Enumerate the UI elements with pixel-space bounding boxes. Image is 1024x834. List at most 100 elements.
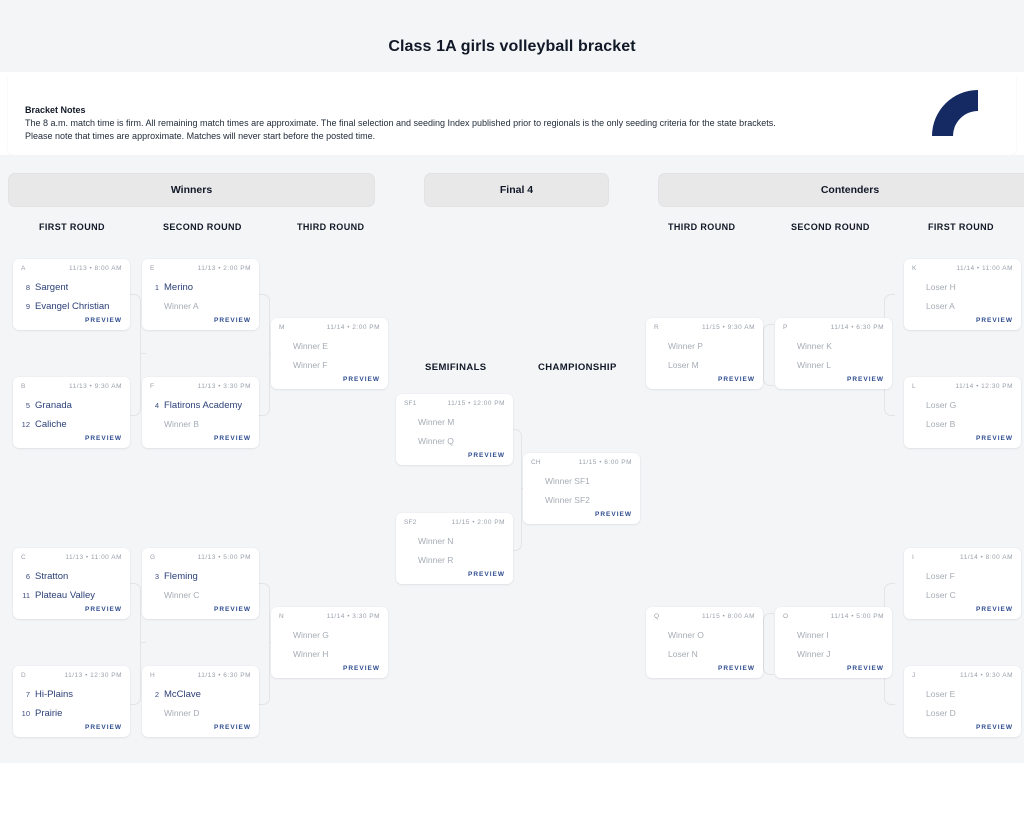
preview-link[interactable]: PREVIEW xyxy=(718,665,755,672)
team-name-2: Winner Q xyxy=(418,436,454,446)
match-datetime: 11/14 • 5:00 PM xyxy=(830,613,884,620)
match-datetime: 11/14 • 9:30 AM xyxy=(959,672,1013,679)
team-name-2: Loser M xyxy=(668,360,699,370)
top-band xyxy=(0,0,1024,72)
preview-link[interactable]: PREVIEW xyxy=(976,606,1013,613)
connector-A-B-to-E-F xyxy=(130,294,141,416)
team-name-2: Winner R xyxy=(418,555,454,565)
team-row-1: Loser E xyxy=(912,687,1013,701)
match-datetime: 11/13 • 5:00 PM xyxy=(197,554,251,561)
preview-link[interactable]: PREVIEW xyxy=(214,606,251,613)
team-row-2: Winner H xyxy=(279,647,380,661)
team-seed-1: 3 xyxy=(154,571,159,581)
team-name-2: Caliche xyxy=(35,418,67,430)
team-row-2: Loser M xyxy=(654,358,755,372)
preview-link[interactable]: PREVIEW xyxy=(214,435,251,442)
team-name-1: Stratton xyxy=(35,570,69,582)
preview-link[interactable]: PREVIEW xyxy=(976,317,1013,324)
team-name-1: Fleming xyxy=(164,570,198,582)
preview-link[interactable]: PREVIEW xyxy=(85,317,122,324)
team-row-2: Winner Q xyxy=(404,434,505,448)
stage-label-championship: CHAMPIONSHIP xyxy=(538,362,617,373)
preview-link[interactable]: PREVIEW xyxy=(343,665,380,672)
preview-link[interactable]: PREVIEW xyxy=(214,724,251,731)
team-row-1: Winner M xyxy=(404,415,505,429)
preview-link[interactable]: PREVIEW xyxy=(847,665,884,672)
preview-link[interactable]: PREVIEW xyxy=(718,376,755,383)
preview-link[interactable]: PREVIEW xyxy=(85,435,122,442)
match-code: D xyxy=(21,672,26,679)
preview-link[interactable]: PREVIEW xyxy=(85,724,122,731)
team-row-1: Loser H xyxy=(912,280,1013,294)
team-row-2: Winner D xyxy=(150,706,251,720)
preview-link[interactable]: PREVIEW xyxy=(976,724,1013,731)
round-label-winners-third: THIRD ROUND xyxy=(297,222,365,232)
team-name-1: Winner E xyxy=(293,341,328,351)
match-code: Q xyxy=(654,613,660,620)
team-name-2: Loser N xyxy=(668,649,698,659)
preview-link[interactable]: PREVIEW xyxy=(847,376,884,383)
team-name-2: Loser C xyxy=(926,590,956,600)
preview-link[interactable]: PREVIEW xyxy=(468,452,505,459)
match-datetime: 11/14 • 6:30 PM xyxy=(830,324,884,331)
match-code: E xyxy=(150,265,155,272)
team-row-2: Winner R xyxy=(404,553,505,567)
team-name-2: Loser D xyxy=(926,708,956,718)
team-row-1: Winner K xyxy=(783,339,884,353)
team-row-2: Loser A xyxy=(912,299,1013,313)
team-seed-2: 10 xyxy=(21,708,30,718)
team-seed-2: 11 xyxy=(22,590,30,600)
bracket-notes-heading: Bracket Notes xyxy=(25,105,86,115)
preview-link[interactable]: PREVIEW xyxy=(214,317,251,324)
preview-link[interactable]: PREVIEW xyxy=(468,571,505,578)
preview-link[interactable]: PREVIEW xyxy=(595,511,632,518)
team-name-2: Loser A xyxy=(926,301,955,311)
team-row-2: Loser C xyxy=(912,588,1013,602)
match-header: G 11/13 • 5:00 PM xyxy=(142,554,259,564)
match-code: B xyxy=(21,383,26,390)
round-label-winners-first: FIRST ROUND xyxy=(39,222,105,232)
match-datetime: 11/13 • 9:30 AM xyxy=(68,383,122,390)
preview-link[interactable]: PREVIEW xyxy=(343,376,380,383)
team-name-2: Loser B xyxy=(926,419,956,429)
match-code: G xyxy=(150,554,156,561)
team-row-1: 3 Fleming xyxy=(150,569,251,583)
connector-stub-1 xyxy=(140,353,146,354)
team-row-1: Winner O xyxy=(654,628,755,642)
preview-link[interactable]: PREVIEW xyxy=(85,606,122,613)
preview-link[interactable]: PREVIEW xyxy=(976,435,1013,442)
connector-P-to-R xyxy=(763,324,774,386)
team-seed-1: 2 xyxy=(154,689,159,699)
